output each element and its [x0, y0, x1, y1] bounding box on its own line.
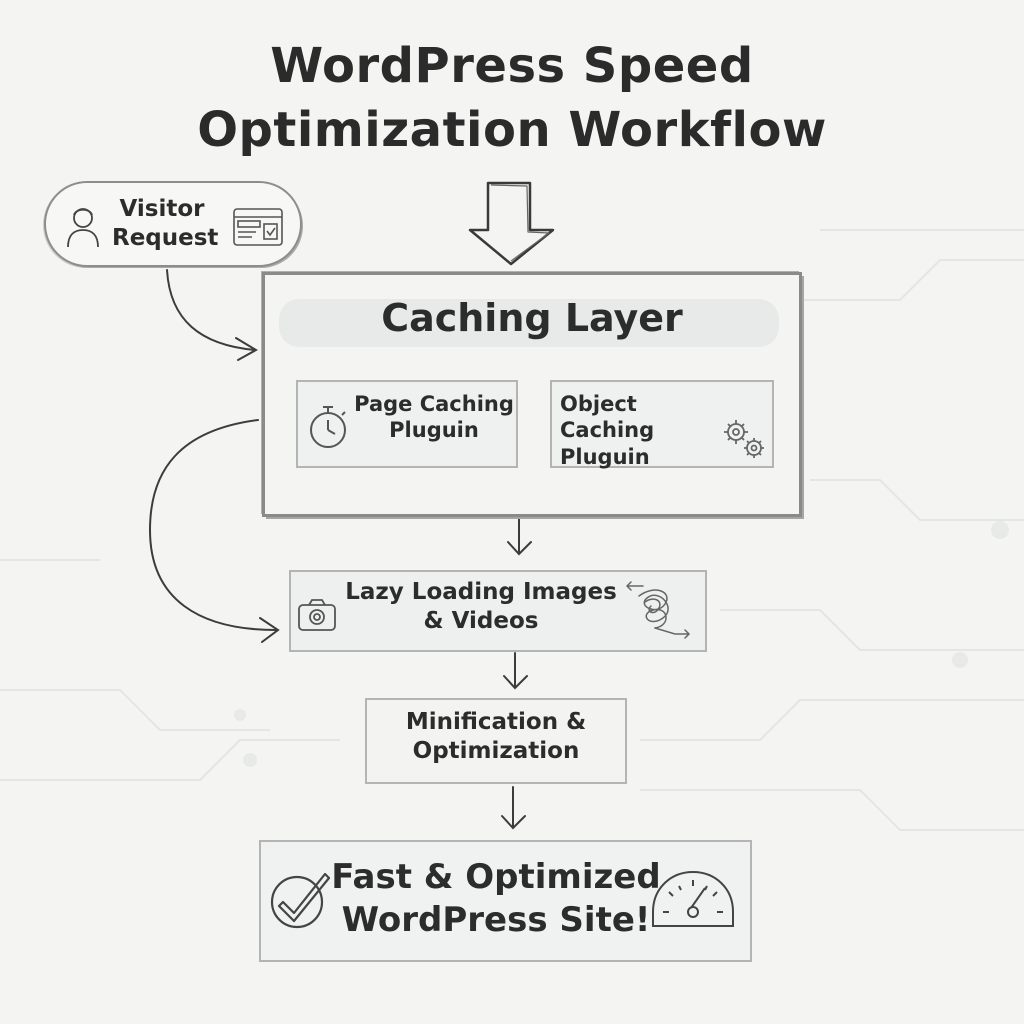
lazy-loading-node: Lazy Loading Images & Videos — [289, 570, 707, 652]
caching-title-highlight — [279, 299, 779, 347]
gears-icon — [724, 420, 764, 458]
visitor-request-node: Visitor Request — [44, 181, 302, 267]
final-label-line-2: WordPress Site! — [341, 899, 651, 940]
page-caching-line-1: Page Caching — [354, 392, 514, 416]
minification-label: Minification & Optimization — [367, 708, 625, 766]
object-caching-plugin-node: Object Caching Pluguin — [550, 380, 774, 470]
checkmark-icon — [270, 872, 331, 929]
browser-window-icon — [233, 208, 283, 246]
person-icon — [67, 208, 99, 248]
speedometer-icon — [652, 870, 734, 927]
visitor-request-label: Visitor Request — [112, 195, 219, 253]
visitor-label-line-2: Request — [112, 224, 219, 251]
lazy-loading-line-1: Lazy Loading Images — [345, 579, 617, 605]
page-caching-plugin-node: Page Caching Pluguin — [296, 380, 518, 468]
lazy-loading-label: Lazy Loading Images & Videos — [331, 578, 631, 636]
object-caching-line-1: Object Caching — [560, 392, 655, 443]
visitor-label-line-1: Visitor — [119, 196, 205, 222]
page-caching-label: Page Caching Pluguin — [354, 391, 514, 444]
fast-optimized-site-node: Fast & Optimized WordPress Site! — [259, 840, 752, 962]
object-caching-line-2: Pluguin — [560, 444, 650, 469]
object-caching-label: Object Caching Pluguin — [560, 391, 730, 470]
tangled-loop-icon — [625, 581, 691, 639]
final-label-line-1: Fast & Optimized — [331, 857, 661, 897]
final-site-label: Fast & Optimized WordPress Site! — [331, 856, 661, 941]
camera-icon — [298, 599, 336, 631]
diagram-title-line-2: Optimization Workflow — [197, 102, 827, 158]
caching-layer-group: Caching Layer Page Caching Pluguin Objec… — [262, 272, 802, 517]
minification-line-2: Optimization — [412, 737, 580, 764]
caching-layer-title: Caching Layer — [381, 296, 683, 340]
diagram-title-line-1: WordPress Speed — [270, 38, 754, 94]
page-caching-line-2: Pluguin — [389, 418, 479, 443]
minification-line-1: Minification & — [405, 709, 587, 735]
minification-node: Minification & Optimization — [365, 698, 627, 784]
stopwatch-icon — [310, 406, 346, 448]
lazy-loading-line-2: & Videos — [423, 607, 539, 634]
